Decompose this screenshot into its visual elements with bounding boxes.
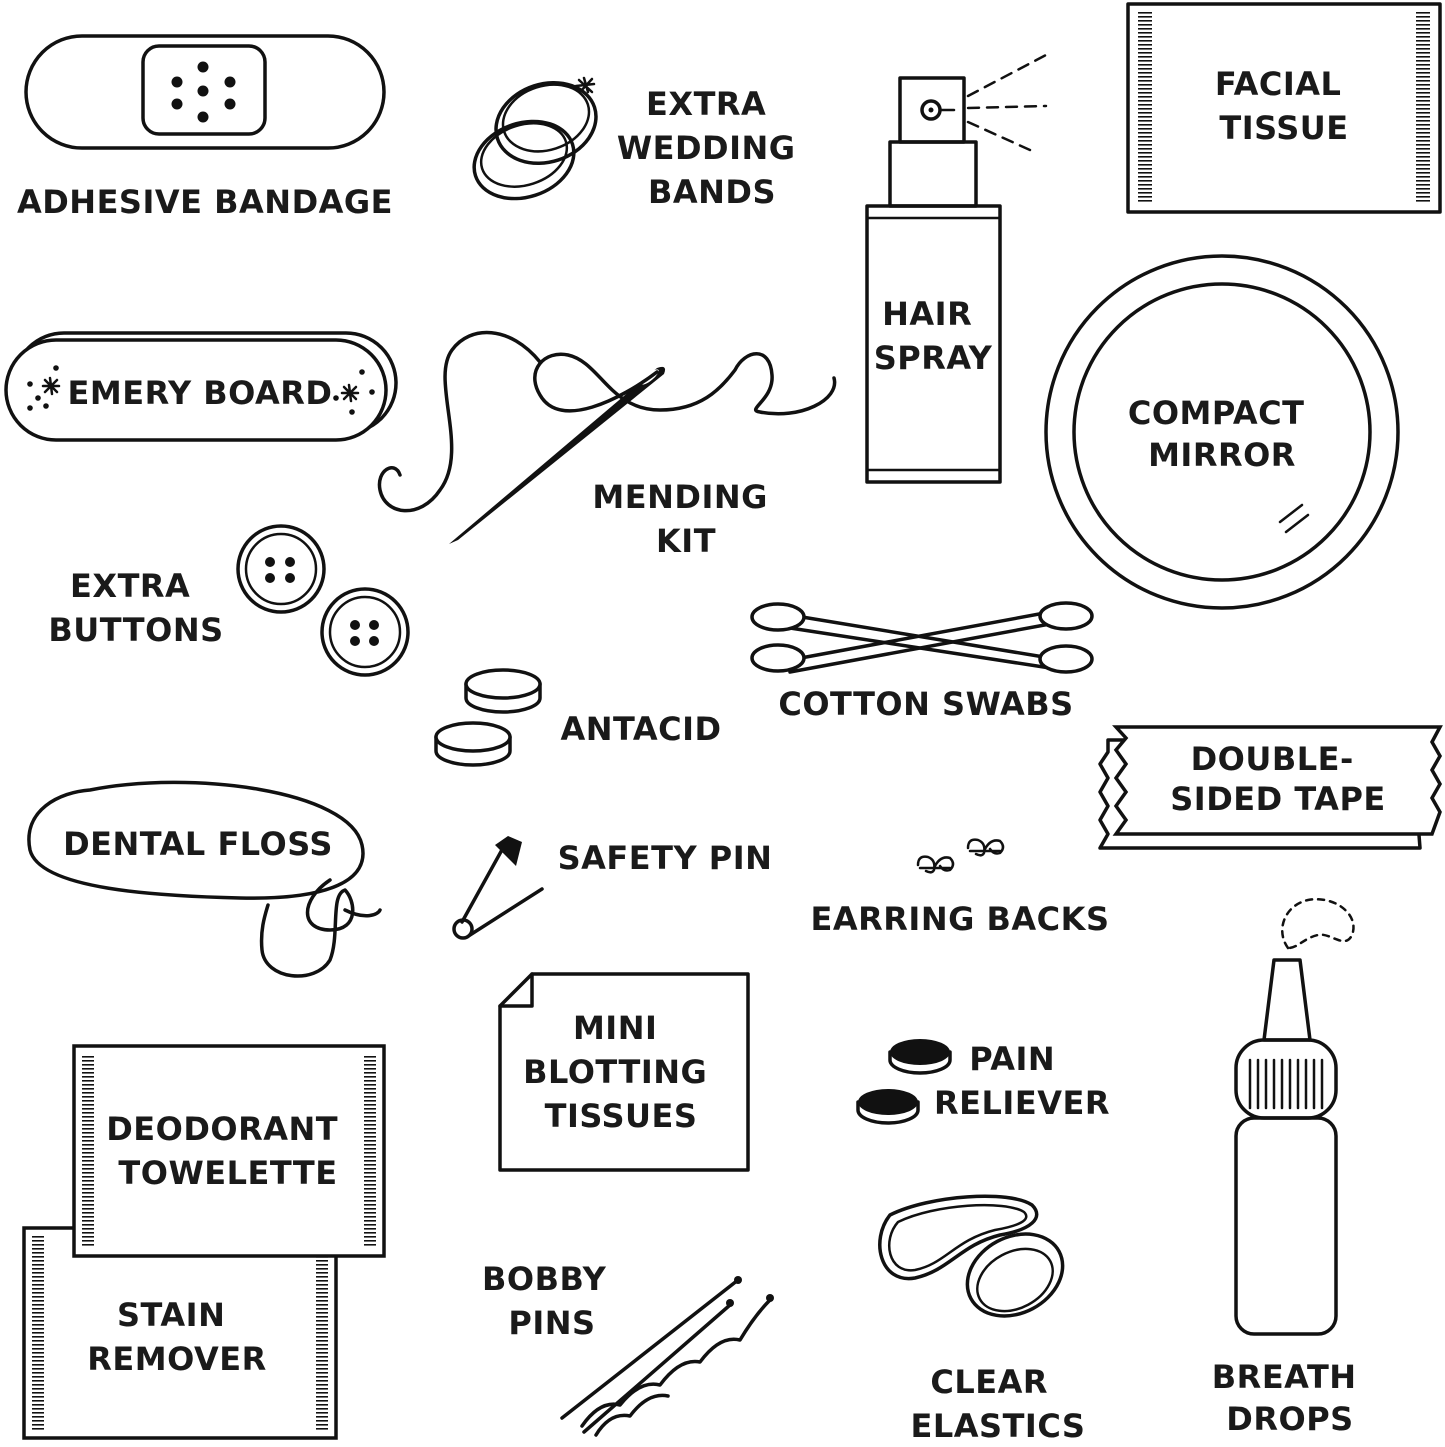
safety-pin-label: SAFETY PIN bbox=[558, 839, 773, 877]
cotton-swabs-icon bbox=[750, 601, 1094, 674]
adhesive-bandage-label: ADHESIVE BANDAGE bbox=[17, 183, 393, 221]
antacid-label: ANTACID bbox=[560, 710, 721, 748]
extra-buttons-label: EXTRA BUTTONS bbox=[48, 567, 223, 649]
dental-floss-label: DENTAL FLOSS bbox=[63, 825, 333, 863]
cotton-swabs-label: COTTON SWABS bbox=[778, 685, 1073, 723]
hair-spray-icon bbox=[865, 53, 1048, 484]
pain-reliever-label: PAIN RELIEVER bbox=[934, 1040, 1110, 1122]
blotting-tissues-label: MINI BLOTTING TISSUES bbox=[523, 1009, 719, 1135]
clear-elastics-label: CLEAR ELASTICS bbox=[911, 1363, 1086, 1445]
adhesive-bandage-icon bbox=[24, 34, 386, 150]
facial-tissue-icon bbox=[1126, 2, 1442, 214]
dental-floss-icon bbox=[27, 780, 382, 978]
hair-spray-label: HAIR SPRAY bbox=[874, 295, 993, 377]
clear-elastics-icon bbox=[878, 1194, 1065, 1318]
pain-reliever-icon bbox=[856, 1039, 952, 1125]
double-sided-tape-label: DOUBLE- SIDED TAPE bbox=[1170, 740, 1386, 818]
facial-tissue-label: FACIAL TISSUE bbox=[1215, 65, 1353, 147]
compact-mirror-icon bbox=[1044, 254, 1400, 610]
wedding-bands-icon bbox=[472, 76, 598, 201]
wedding-bands-label: EXTRA WEDDING BANDS bbox=[617, 85, 807, 211]
extra-buttons-icon bbox=[236, 524, 410, 677]
earring-backs-icon bbox=[916, 838, 1005, 874]
deodorant-towelette-icon bbox=[72, 1044, 386, 1258]
emery-board-icon bbox=[4, 331, 398, 442]
bobby-pins-label: BOBBY PINS bbox=[482, 1260, 618, 1342]
compact-mirror-label: COMPACT MIRROR bbox=[1128, 394, 1316, 474]
double-sided-tape-icon bbox=[1098, 725, 1443, 850]
breath-drops-label: BREATH DROPS bbox=[1212, 1358, 1368, 1438]
stain-remover-icon bbox=[22, 1226, 338, 1440]
safety-pin-icon bbox=[452, 836, 544, 940]
mending-kit-icon bbox=[377, 330, 837, 544]
breath-drops-icon bbox=[1234, 897, 1355, 1336]
earring-backs-label: EARRING BACKS bbox=[811, 900, 1110, 938]
deodorant-towelette-label: DEODORANT TOWELETTE bbox=[106, 1110, 350, 1192]
stain-remover-label: STAIN REMOVER bbox=[87, 1296, 266, 1378]
antacid-icon bbox=[434, 668, 542, 767]
bobby-pins-icon bbox=[560, 1276, 774, 1437]
mending-kit-label: MENDING KIT bbox=[592, 478, 779, 560]
emery-board-label: EMERY BOARD bbox=[68, 374, 333, 412]
blotting-tissues-icon bbox=[498, 972, 750, 1172]
